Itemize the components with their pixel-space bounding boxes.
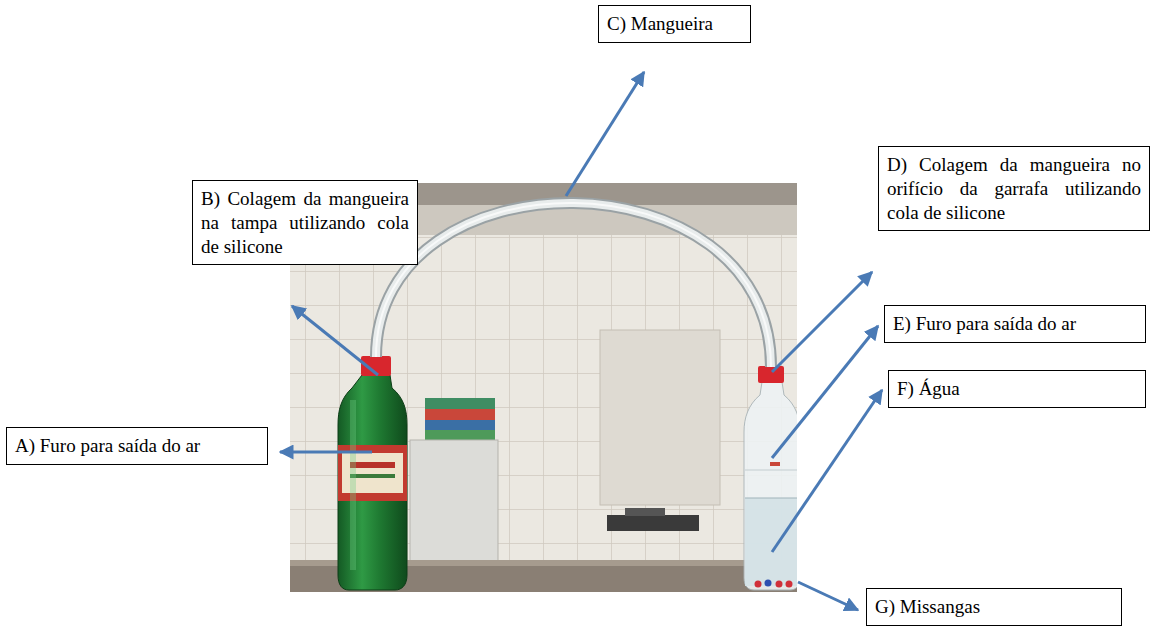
callout-box: F) Água <box>888 370 1146 408</box>
leader-line <box>772 326 878 458</box>
leader-lines <box>280 72 882 610</box>
leader-line <box>566 72 644 196</box>
wall-panel <box>600 330 720 505</box>
callout-text: B) Colagem da mangueira na tampa utiliza… <box>201 187 409 258</box>
callout-text: A) Furo para saída do ar <box>15 434 259 458</box>
leader-line <box>280 451 372 454</box>
stacked-box <box>425 430 495 440</box>
hose-highlight <box>376 203 771 367</box>
stacked-box <box>425 420 495 430</box>
callout-text: F) Água <box>897 377 1137 401</box>
callout-box: E) Furo para saída do ar <box>884 305 1146 343</box>
dark-device <box>625 508 665 516</box>
callout-text: C) Mangueira <box>607 12 742 36</box>
bottle-highlight <box>350 400 356 570</box>
callout-box: G) Missangas <box>866 588 1122 626</box>
callout-box: B) Colagem da mangueira na tampa utiliza… <box>192 180 418 265</box>
callout-box: C) Mangueira <box>598 5 751 43</box>
hose <box>376 203 771 367</box>
leader-line <box>798 582 858 610</box>
stacked-box <box>425 409 495 420</box>
clear-bottle <box>744 382 797 590</box>
bottle-cap <box>758 366 784 383</box>
bottle-label <box>350 474 395 478</box>
callout-text: D) Colagem da mangueira no orifício da g… <box>887 153 1141 224</box>
dark-device <box>607 515 699 531</box>
callout-box: D) Colagem da mangueira no orifício da g… <box>878 146 1150 231</box>
water <box>745 498 797 586</box>
callout-text: G) Missangas <box>875 595 1113 619</box>
appliance <box>410 440 498 562</box>
bottle-label <box>350 462 395 468</box>
water-surface <box>745 498 797 499</box>
leader-line <box>772 390 882 552</box>
callout-text: E) Furo para saída do ar <box>893 312 1137 336</box>
stacked-box <box>425 398 495 409</box>
bead <box>755 581 762 588</box>
bead <box>786 581 793 588</box>
bead <box>765 580 772 587</box>
leader-line <box>292 306 378 375</box>
bead <box>776 581 783 588</box>
bottle-mark <box>770 462 780 466</box>
leader-line <box>772 272 872 372</box>
hose <box>376 203 771 367</box>
green-bottle <box>338 375 407 590</box>
callout-box: A) Furo para saída do ar <box>6 427 268 465</box>
bottle-ridge <box>745 470 797 471</box>
